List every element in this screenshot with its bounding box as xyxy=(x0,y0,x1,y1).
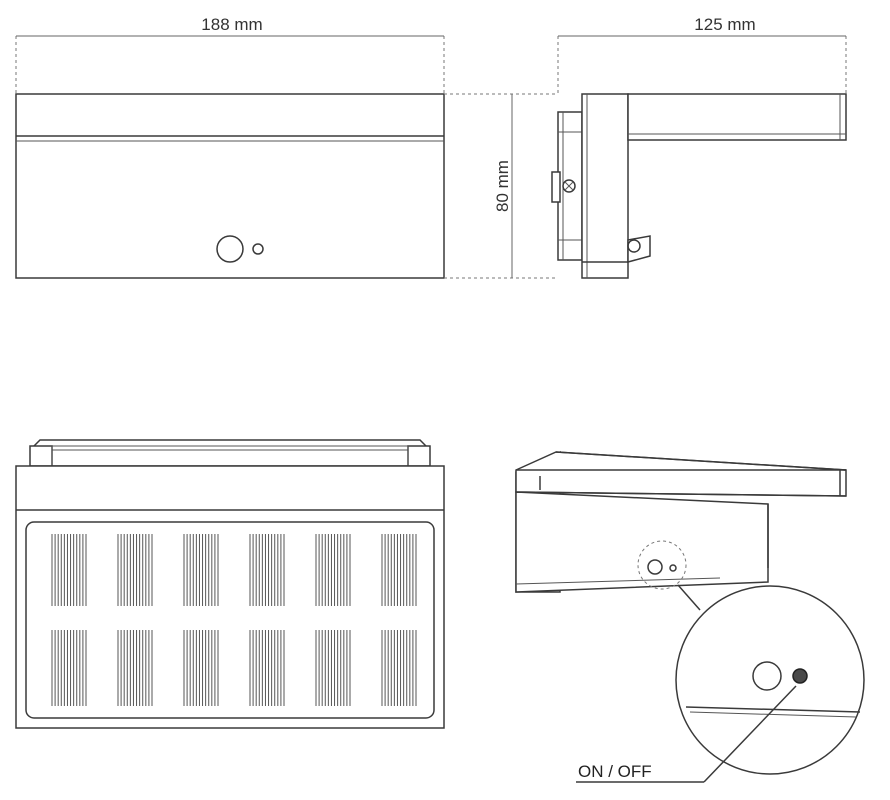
solar-cell xyxy=(315,630,351,706)
solar-cell xyxy=(117,630,153,706)
detail-leader xyxy=(677,584,701,611)
solar-cell xyxy=(249,534,285,606)
top-arm xyxy=(627,93,847,141)
detail-marker-circle xyxy=(637,540,687,590)
side-sensor-icon xyxy=(627,239,641,253)
solar-cell xyxy=(117,534,153,606)
height-dimension-label: 80 mm xyxy=(493,160,512,212)
solar-cell xyxy=(381,534,417,606)
persp-lid-back-edge xyxy=(555,451,847,471)
persp-lid xyxy=(515,451,847,497)
solar-view xyxy=(15,439,445,729)
solar-cell xyxy=(183,630,219,706)
switch-icon xyxy=(252,243,264,255)
persp-switch-icon xyxy=(669,564,677,572)
screw-icon xyxy=(562,179,576,193)
solar-cell xyxy=(183,534,219,606)
detail-switch-button xyxy=(792,668,808,684)
side-view: 125 mm xyxy=(551,15,847,279)
screw-slot-b xyxy=(564,181,574,191)
switch-leader-line xyxy=(703,685,797,783)
solar-cell xyxy=(51,630,87,706)
switch-callout-label: ON / OFF xyxy=(578,762,652,781)
front-view: 188 mm 80 mm xyxy=(15,15,558,279)
rail-end-right xyxy=(407,445,431,467)
width-dimension-label: 188 mm xyxy=(201,15,262,34)
persp-lid-bottom-edge xyxy=(515,491,847,497)
solar-cell xyxy=(249,630,285,706)
wall-bracket xyxy=(557,111,583,261)
solar-panel xyxy=(25,521,435,719)
detail-edge-line-inner xyxy=(689,711,857,718)
persp-front-face xyxy=(515,491,769,593)
side-housing xyxy=(581,93,629,279)
front-housing xyxy=(15,93,445,279)
persp-base-line xyxy=(515,577,721,585)
depth-dimension-label: 125 mm xyxy=(694,15,755,34)
detail-sensor-icon xyxy=(752,661,782,691)
bracket-tab xyxy=(551,171,561,203)
motion-sensor-icon xyxy=(216,235,244,263)
perspective-view: ON / OFF xyxy=(515,450,865,783)
solar-cell xyxy=(51,534,87,606)
solar-cell xyxy=(381,630,417,706)
solar-cells xyxy=(51,534,417,706)
rail-end-left xyxy=(29,445,53,467)
solar-cell xyxy=(315,534,351,606)
top-rail xyxy=(33,439,427,467)
detail-magnifier xyxy=(675,585,865,775)
persp-sensor-icon xyxy=(647,559,663,575)
